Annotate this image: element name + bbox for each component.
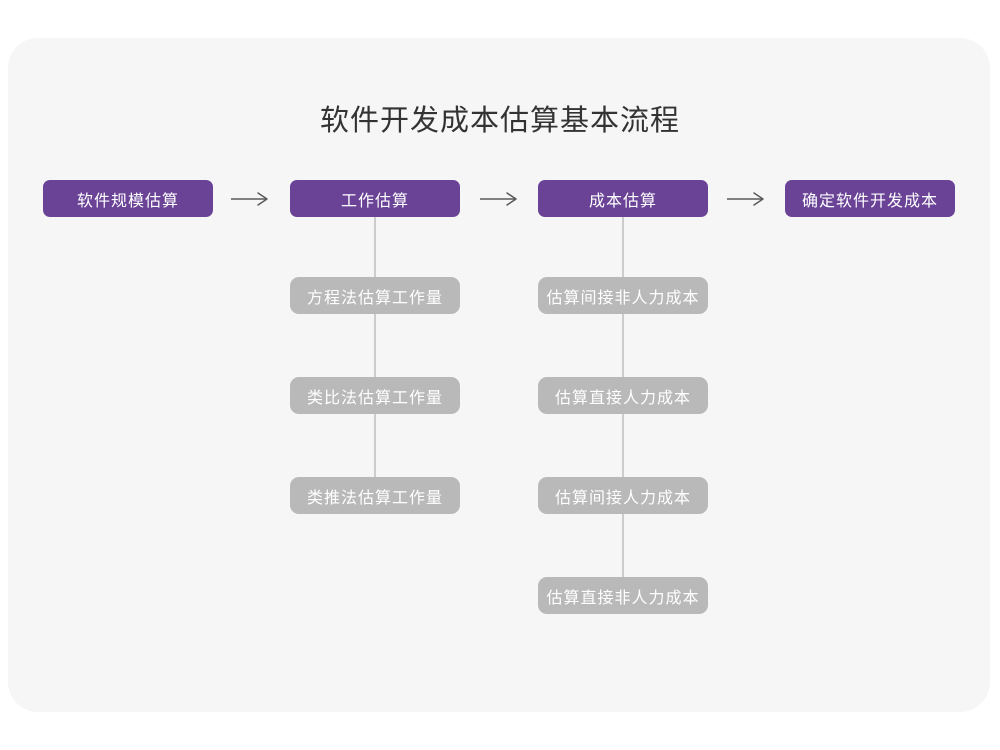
flow-node-scale-estimation: 软件规模估算 [43, 180, 213, 217]
sub-node-analogy-method: 类比法估算工作量 [290, 377, 460, 414]
diagram-title: 软件开发成本估算基本流程 [319, 105, 680, 137]
arrow-right-icon [230, 191, 270, 207]
sub-node-extrapolation-method: 类推法估算工作量 [290, 477, 460, 514]
sub-node-direct-nonlabor-cost: 估算直接非人力成本 [538, 577, 708, 614]
sub-node-direct-labor-cost: 估算直接人力成本 [538, 377, 708, 414]
flowchart-canvas [8, 38, 990, 712]
arrow-right-icon [726, 191, 766, 207]
sub-node-equation-method: 方程法估算工作量 [290, 277, 460, 314]
flow-node-final-cost: 确定软件开发成本 [785, 180, 955, 217]
connector-line [374, 217, 376, 477]
sub-node-indirect-nonlabor-cost: 估算间接非人力成本 [538, 277, 708, 314]
flow-node-effort-estimation: 工作估算 [290, 180, 460, 217]
sub-node-indirect-labor-cost: 估算间接人力成本 [538, 477, 708, 514]
arrow-right-icon [479, 191, 519, 207]
flow-node-cost-estimation: 成本估算 [538, 180, 708, 217]
